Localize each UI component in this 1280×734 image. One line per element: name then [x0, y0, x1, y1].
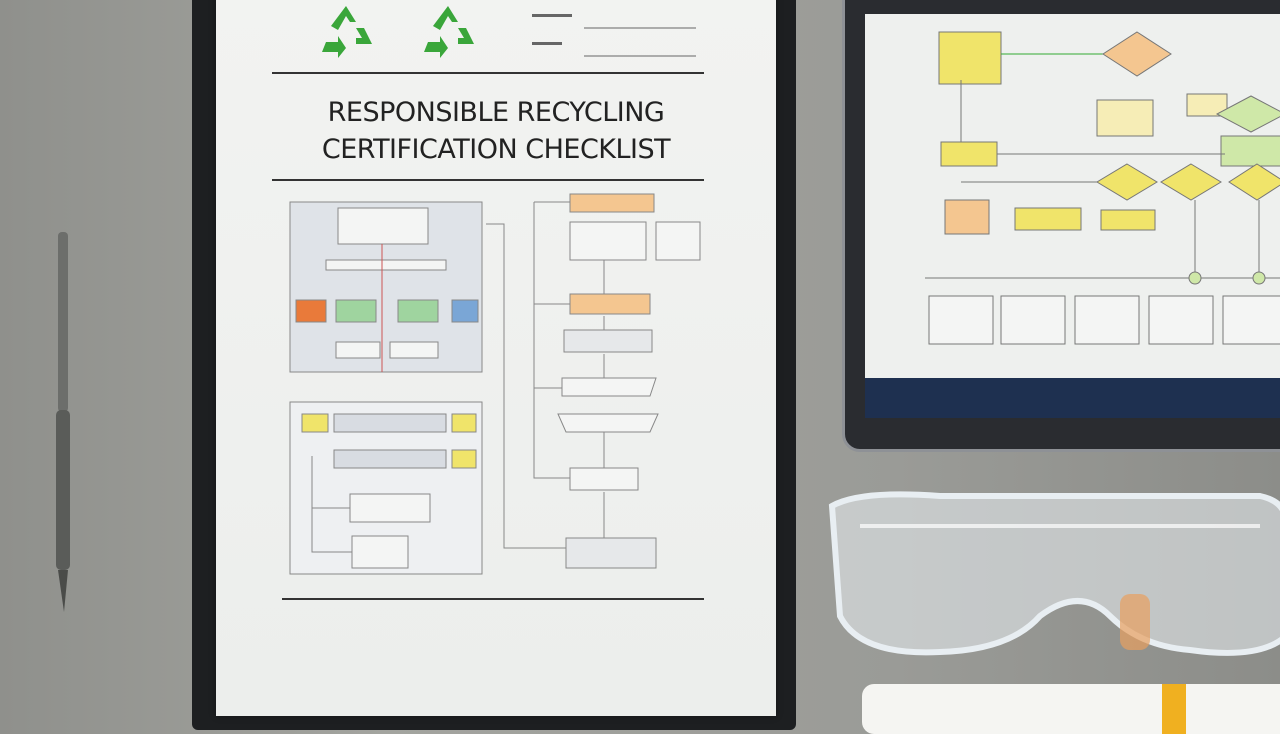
divider: [282, 598, 704, 600]
tablet-flowchart: [925, 31, 1280, 345]
divider: [272, 179, 704, 181]
pen: [56, 232, 70, 612]
document-title-line2: CERTIFICATION CHECKLIST: [321, 134, 671, 165]
tablet-bezel: [865, 378, 1280, 418]
document-title-line1: RESPONSIBLE RECYCLING: [327, 97, 665, 128]
recycle-icon: [424, 6, 474, 58]
process-flowchart: [289, 193, 701, 575]
paper-roll: [862, 684, 1280, 734]
recycle-icon: [322, 6, 372, 58]
header-fields: [532, 14, 696, 57]
safety-goggles: [828, 491, 1280, 656]
divider: [272, 72, 704, 74]
